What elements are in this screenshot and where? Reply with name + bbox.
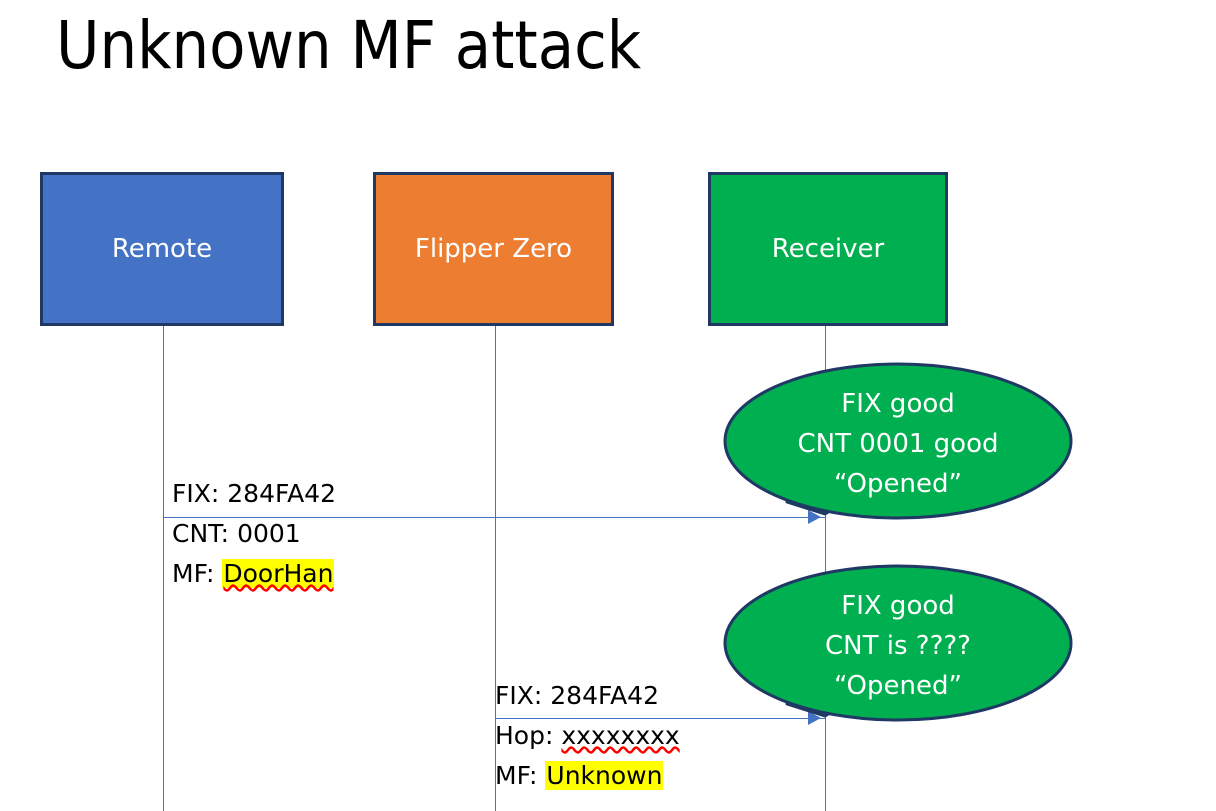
message-line-cnt-key: CNT: — [172, 519, 230, 548]
bubble-line-3: “Opened” — [834, 469, 962, 499]
actor-box-receiver: Receiver — [708, 172, 948, 326]
arrowhead-icon — [808, 510, 821, 524]
actor-label-flipper-zero: Flipper Zero — [414, 234, 573, 264]
actor-box-remote: Remote — [40, 172, 284, 326]
message-label-remote-to-receiver: FIX: 284FA42 CNT: 0001 MF: DoorHan — [172, 474, 336, 594]
message-line-cnt: CNT: 0001 — [172, 514, 336, 554]
message-line-hop-key: Hop: — [495, 721, 554, 750]
message-line-fix-value: 284FA42 — [550, 681, 659, 710]
message-line-fix: FIX: 284FA42 — [495, 676, 680, 716]
message-line-fix-value: 284FA42 — [227, 479, 336, 508]
speech-bubble-receiver-response-1: FIX good CNT 0001 good “Opened” — [723, 362, 1073, 520]
message-line-hop-value: xxxxxxxx — [561, 721, 680, 750]
message-line-fix-key: FIX: — [172, 479, 220, 508]
message-line-hop: Hop: xxxxxxxx — [495, 716, 680, 756]
bubble-line-2: CNT 0001 good — [797, 429, 999, 459]
actor-box-flipper-zero: Flipper Zero — [373, 172, 614, 326]
actor-label-remote: Remote — [111, 234, 213, 264]
bubble-line-1: FIX good — [841, 389, 955, 419]
message-line-mf-value-highlighted: Unknown — [545, 761, 664, 790]
lifeline-receiver — [825, 326, 826, 811]
message-line-mf-key: MF: — [495, 761, 538, 790]
actor-label-receiver: Receiver — [771, 234, 885, 264]
speech-bubble-text: FIX good CNT 0001 good “Opened” — [723, 362, 1073, 504]
message-line-mf-value-highlighted: DoorHan — [222, 559, 335, 588]
message-line-fix-key: FIX: — [495, 681, 543, 710]
page-title: Unknown MF attack — [56, 7, 642, 84]
message-line-mf: MF: DoorHan — [172, 554, 336, 594]
message-line-fix: FIX: 284FA42 — [172, 474, 336, 514]
bubble-line-1: FIX good — [841, 591, 955, 621]
speech-bubble-shape — [723, 564, 1073, 722]
message-line-mf: MF: Unknown — [495, 756, 680, 796]
bubble-line-2: CNT is ???? — [825, 631, 971, 661]
message-line-mf-key: MF: — [172, 559, 215, 588]
bubble-line-3: “Opened” — [834, 671, 962, 701]
speech-bubble-receiver-response-2: FIX good CNT is ???? “Opened” — [723, 564, 1073, 722]
speech-bubble-text: FIX good CNT is ???? “Opened” — [723, 564, 1073, 706]
message-line-cnt-value: 0001 — [237, 519, 301, 548]
speech-bubble-shape — [723, 362, 1073, 520]
message-label-flipper-to-receiver: FIX: 284FA42 Hop: xxxxxxxx MF: Unknown — [495, 676, 680, 796]
message-arrow-flipper-to-receiver — [495, 718, 825, 719]
lifeline-flipper-zero — [495, 326, 496, 811]
lifeline-remote — [163, 326, 164, 811]
message-arrow-remote-to-receiver — [163, 517, 825, 518]
